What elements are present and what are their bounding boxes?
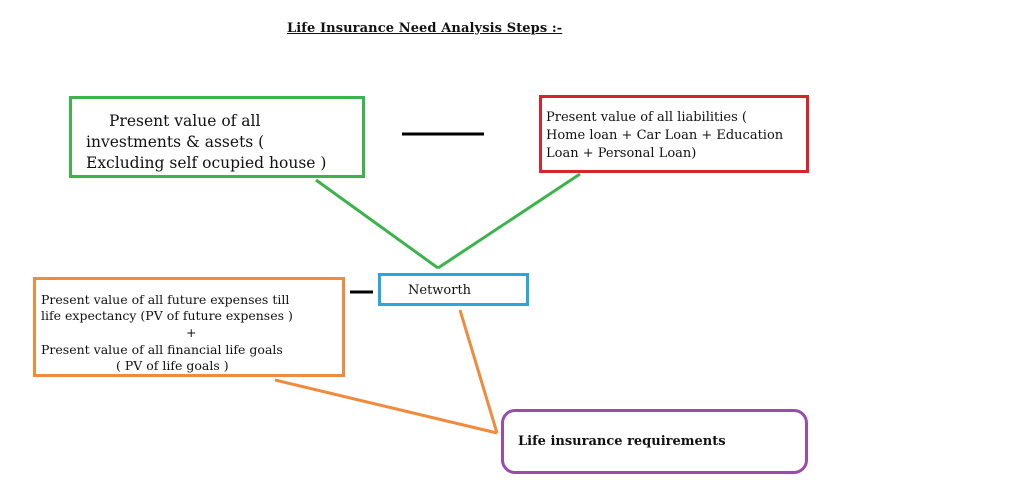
liabilities-box: Present value of all liabilities ( Home … [539, 95, 809, 173]
networth-to-requirements-line [458, 309, 499, 434]
expenses-text-line-1: Present value of all future expenses til… [41, 292, 290, 307]
assets-text-line-2: investments & assets ( [86, 133, 265, 151]
networth-box: Networth [378, 273, 529, 306]
liabilities-text-line-1: Present value of all liabilities ( [546, 110, 747, 125]
expenses-text-line-2: life expectancy (PV of future expenses ) [41, 308, 293, 323]
plus-sign: + [186, 325, 197, 340]
assets-text-line-3: Excluding self ocupied house ) [86, 154, 327, 172]
life-insurance-requirements-box: Life insurance requirements [501, 409, 808, 474]
liabilities-text-line-2: Home loan + Car Loan + Education [546, 128, 784, 143]
expenses-to-requirements-line [274, 378, 498, 435]
assets-box: Present value of all investments & asset… [69, 96, 365, 178]
liabilities-to-networth-line [437, 172, 581, 270]
liabilities-text-line-3: Loan + Personal Loan) [546, 146, 697, 161]
networth-label: Networth [408, 283, 472, 298]
assets-to-networth-line [315, 178, 439, 270]
assets-text-line-1: Present value of all [109, 112, 261, 130]
diagram-title: Life Insurance Need Analysis Steps :- [287, 21, 563, 36]
goals-text-line-2: ( PV of life goals ) [116, 358, 229, 373]
expenses-goals-box: Present value of all future expenses til… [33, 277, 345, 377]
goals-text-line-1: Present value of all financial life goal… [41, 342, 283, 357]
requirements-label: Life insurance requirements [518, 434, 726, 449]
